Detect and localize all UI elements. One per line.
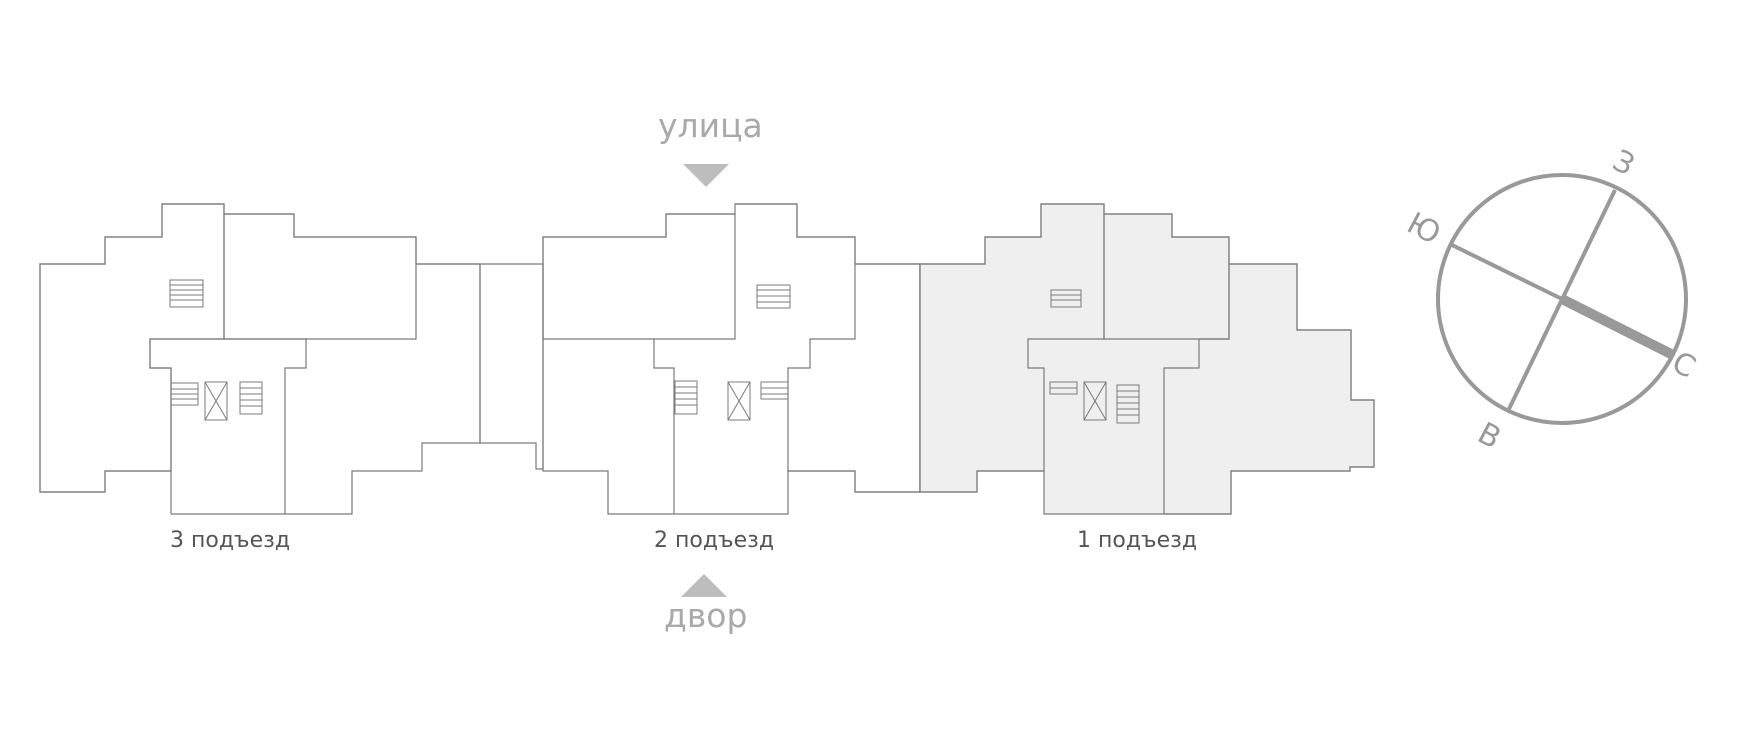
section-2-elevator <box>727 381 751 421</box>
compass-ring <box>1436 173 1688 425</box>
section-2-left-apartment[interactable] <box>542 213 736 340</box>
compass-north-needle <box>1559 294 1674 359</box>
yard-arrow-icon <box>681 574 727 597</box>
section-2-stair-top <box>756 284 791 309</box>
compass-east-letter: В <box>1472 416 1507 457</box>
section-1-stair-left <box>1049 381 1078 395</box>
section-2-right-apartment[interactable] <box>735 203 921 493</box>
section-1-elevator <box>1083 381 1107 421</box>
section-3-elevator <box>204 381 228 421</box>
section-3-left-apartment[interactable] <box>39 203 225 493</box>
section-2-stair-right <box>760 381 789 400</box>
section-1-right-apartment[interactable] <box>1163 263 1375 515</box>
compass-axis-south <box>1451 243 1563 301</box>
section-3-stair-left <box>170 382 199 406</box>
entrance-1-label: 1 подъезд <box>1077 528 1197 553</box>
entrance-2-label: 2 подъезд <box>654 528 774 553</box>
section-3-stair-top <box>169 279 204 308</box>
connector-3-2 <box>416 263 544 470</box>
section-3[interactable]: 3 подъезд <box>39 203 481 553</box>
section-3-right-apartment[interactable] <box>223 213 417 340</box>
compass-west-letter: З <box>1607 143 1640 183</box>
section-3-stair-right <box>239 381 263 415</box>
section-1-stair-right <box>1116 384 1140 424</box>
street-label: улица <box>658 106 763 145</box>
section-1-stair-top <box>1050 289 1082 308</box>
section-2-outline[interactable] <box>542 203 921 515</box>
section-2-stair-left <box>674 380 698 415</box>
entrance-3-label: 3 подъезд <box>170 528 290 553</box>
street-arrow-icon <box>683 164 729 187</box>
section-1-outline[interactable] <box>919 203 1375 515</box>
section-1[interactable]: 1 подъезд <box>919 203 1375 553</box>
compass: Ю З С В <box>1401 143 1701 456</box>
section-1-top-apartment[interactable] <box>1103 213 1230 340</box>
section-2[interactable]: 2 подъезд <box>542 203 921 553</box>
yard-label: двор <box>664 596 747 635</box>
section-1-left-apartment[interactable] <box>919 203 1105 493</box>
compass-south-letter: Ю <box>1401 206 1446 252</box>
section-3-outline[interactable] <box>39 203 481 515</box>
